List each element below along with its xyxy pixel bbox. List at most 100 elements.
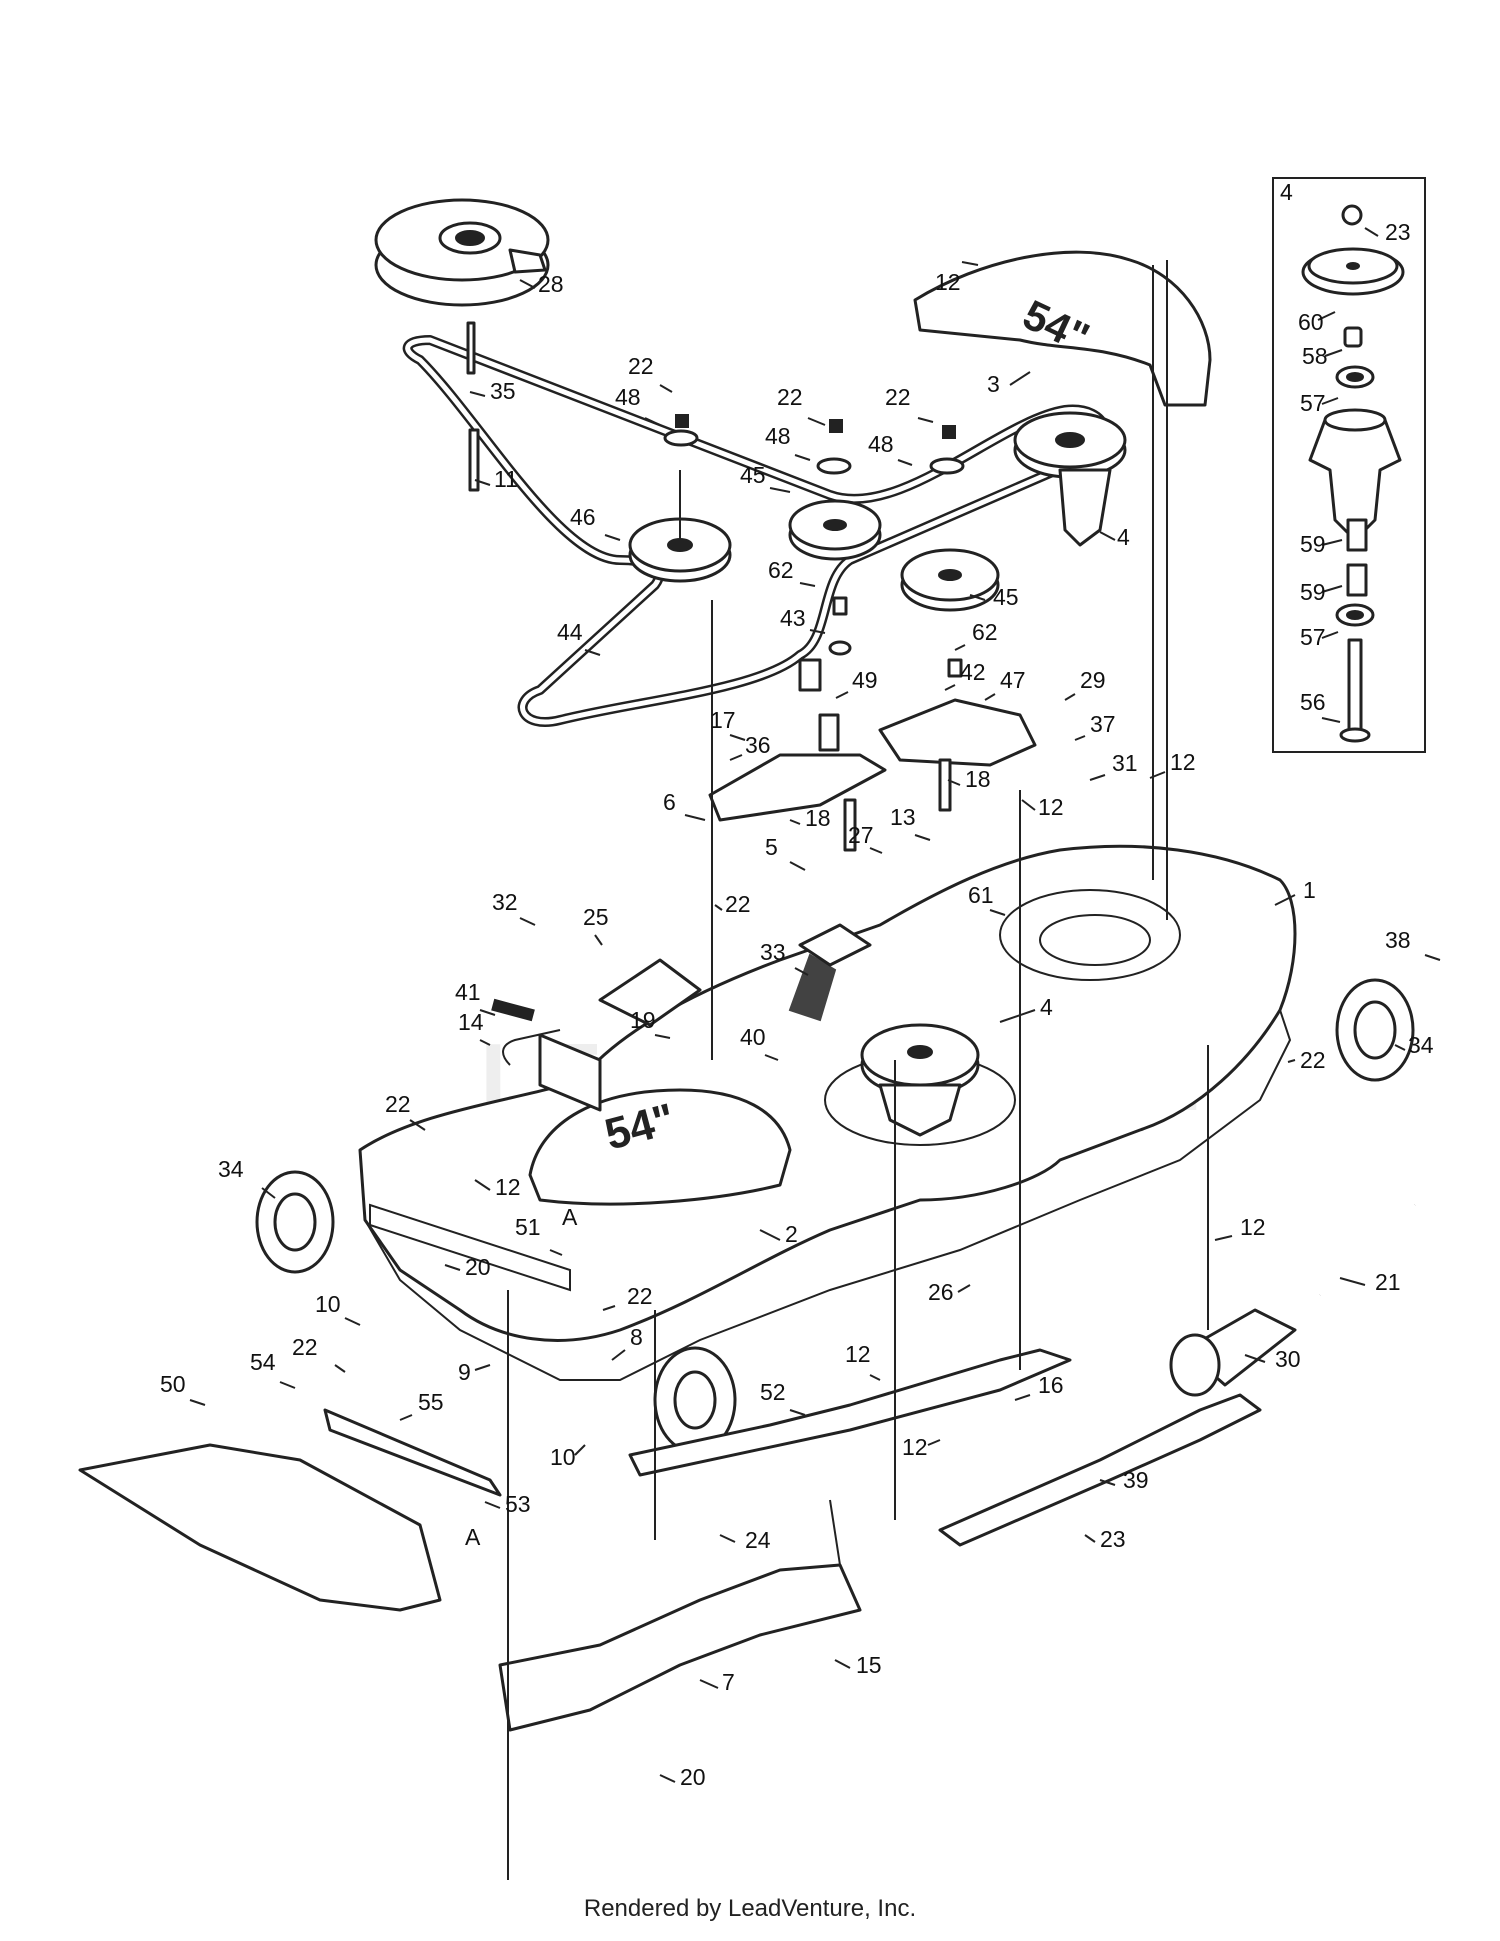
callout-leader-c57a (1321, 397, 1339, 405)
footer-credit: Rendered by LeadVenture, Inc. (583, 1895, 917, 1922)
callout-leader-c48c (897, 459, 913, 466)
callout-leader-c17 (729, 734, 746, 741)
callout-c53: 53 (505, 1491, 531, 1517)
callout-leader-c50 (189, 1399, 206, 1406)
callout-leader-c12e (869, 1374, 881, 1381)
callout-c11: 11 (494, 466, 518, 492)
callout-c2: 2 (785, 1221, 798, 1247)
callout-c21: 21 (1375, 1269, 1401, 1295)
callout-leader-c28 (519, 279, 536, 289)
callout-c22c: 22 (885, 384, 911, 410)
callout-leader-c56 (1321, 717, 1341, 723)
lift-rod-and-roller (1169, 1204, 1417, 1397)
gauge-wheels (255, 978, 1415, 1454)
callout-c51: 51 (515, 1214, 541, 1240)
callout-leader-c2 (759, 1229, 781, 1241)
callout-c46: 46 (570, 504, 596, 530)
callout-c56: 56 (1300, 689, 1326, 715)
blades (628, 1348, 1262, 1547)
callout-leader-c37 (1074, 735, 1086, 741)
callout-c18a: 18 (805, 805, 831, 831)
callout-leader-c53 (484, 1501, 501, 1509)
callout-leader-c7 (699, 1679, 719, 1689)
callout-c24: 24 (745, 1527, 771, 1553)
callout-c7: 7 (722, 1669, 735, 1695)
callout-leader-c40 (764, 1054, 779, 1061)
callout-cAb: A (465, 1524, 481, 1550)
callout-leader-c23a (1364, 227, 1379, 237)
callout-leader-c49 (835, 691, 849, 699)
callout-c12g: 12 (1240, 1214, 1266, 1240)
callout-c17: 17 (710, 707, 736, 733)
callout-c12b: 12 (1170, 749, 1196, 775)
callout-leader-c52 (789, 1409, 806, 1416)
callout-c15: 15 (856, 1652, 882, 1678)
callout-c59a: 59 (1300, 531, 1326, 557)
callout-c55: 55 (418, 1389, 444, 1415)
callout-c23b: 23 (1100, 1526, 1126, 1552)
pulley-hardware (466, 321, 965, 678)
callout-leader-c3 (1009, 371, 1031, 386)
callout-c12e: 12 (845, 1341, 871, 1367)
callout-c50: 50 (160, 1371, 186, 1397)
callout-leader-c5 (789, 861, 806, 871)
callout-leader-c26 (957, 1284, 971, 1293)
callout-leader-c22g (602, 1305, 616, 1311)
callout-c62b: 62 (972, 619, 998, 645)
callout-leader-c62a (799, 582, 816, 587)
callout-leader-c16 (1014, 1394, 1031, 1401)
callout-leader-c48b (794, 454, 811, 461)
inset-title: 4 (1280, 179, 1293, 205)
callout-c4b: 4 (1040, 994, 1053, 1020)
callout-c31: 31 (1112, 750, 1138, 776)
idler-pulleys (628, 411, 1127, 612)
callout-c22d: 22 (725, 891, 751, 917)
callout-c6: 6 (663, 789, 676, 815)
callout-c12f: 12 (902, 1434, 928, 1460)
callout-c45b: 45 (993, 584, 1019, 610)
callout-c13: 13 (890, 804, 916, 830)
callout-c36: 36 (745, 732, 771, 758)
callout-c34a: 34 (218, 1156, 244, 1182)
callout-leader-c54 (279, 1381, 296, 1389)
callout-c28: 28 (538, 271, 564, 297)
callout-leader-c45b (969, 594, 986, 601)
callout-c1: 1 (1303, 877, 1316, 903)
callout-leader-c51 (549, 1249, 563, 1256)
mower-deck: 54" (358, 844, 1297, 1381)
callout-leader-c59b (1321, 585, 1343, 593)
callout-leader-c20b (659, 1774, 676, 1783)
callout-layer: 1234456789101011121212121212121314151617… (160, 219, 1441, 1790)
callout-c60: 60 (1298, 309, 1324, 335)
callout-c52: 52 (760, 1379, 786, 1405)
callout-leader-c59a (1321, 539, 1343, 546)
callout-leader-c21 (1339, 1277, 1366, 1286)
callout-c44: 44 (557, 619, 583, 645)
callout-leader-c11 (474, 479, 491, 486)
callout-leader-c14 (479, 1039, 491, 1046)
callout-c48a: 48 (615, 384, 641, 410)
callout-leader-c8 (611, 1349, 626, 1361)
callout-c10b: 10 (550, 1444, 576, 1470)
callout-leader-c35 (469, 391, 486, 397)
callout-leader-c43 (809, 629, 826, 634)
callout-leader-c25 (594, 934, 603, 946)
callout-c22a: 22 (628, 353, 654, 379)
callout-leader-c62b (954, 644, 966, 651)
callout-c47: 47 (1000, 667, 1026, 693)
callout-leader-c41 (479, 1009, 496, 1016)
callout-leader-c12c (1021, 799, 1036, 811)
callout-c23a: 23 (1385, 219, 1411, 245)
callout-leader-c30 (1244, 1354, 1266, 1363)
spindle-inset: 4 (1272, 177, 1426, 753)
callout-leader-c61 (989, 909, 1006, 916)
callout-leader-c4b (999, 1009, 1036, 1023)
callout-leader-c34b (1394, 1044, 1406, 1051)
callout-c9: 9 (458, 1359, 471, 1385)
callout-leader-c44 (584, 649, 601, 656)
callout-c33: 33 (760, 939, 786, 965)
callout-leader-c32 (519, 917, 536, 926)
front-baffle (498, 1499, 862, 1732)
callout-c18b: 18 (965, 766, 991, 792)
callout-leader-c57b (1321, 631, 1339, 639)
